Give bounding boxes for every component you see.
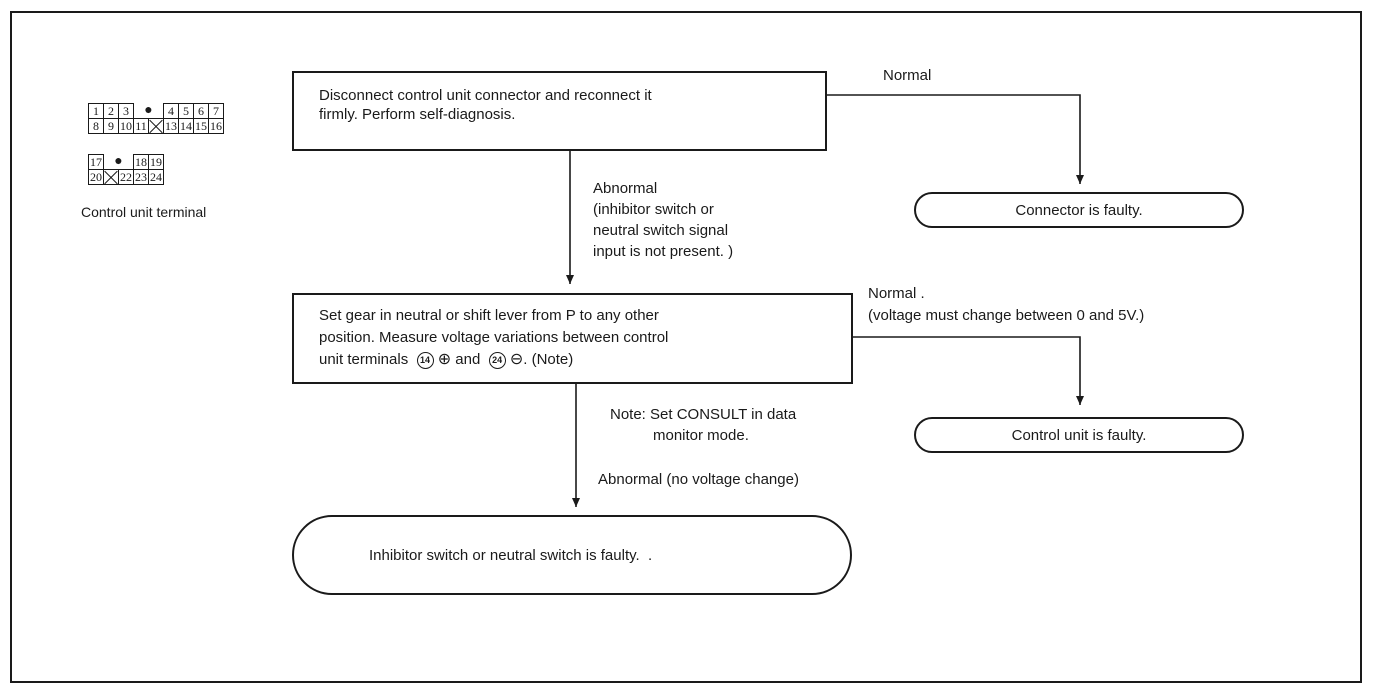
result2-terminator: Control unit is faulty. [914,417,1244,453]
terminal-24-circle: 24 [488,352,506,369]
result1-terminator: Connector is faulty. [914,192,1244,228]
terminal-empty-pin-icon [103,169,119,185]
terminal-pin: 15 [193,118,209,134]
terminal-empty-pin-icon [148,118,164,134]
result2-text: Control unit is faulty. [1011,427,1147,444]
step2-abnormal-label: Abnormal (no voltage change) [598,471,799,488]
terminal-pin: 6 [193,103,209,119]
terminal-connector-upper: 1 2 3 ● 4 5 6 7 8 9 10 11 13 14 15 16 [88,103,224,134]
step2-text-line1: Set gear in neutral or shift lever from … [319,307,659,324]
minus-circle-icon: ⊖ [509,351,524,368]
step1-box: Disconnect control unit connector and re… [292,71,827,151]
terminal-pin: 23 [133,169,149,185]
terminal-pin: 20 [88,169,104,185]
terminal-pin: 14 [178,118,194,134]
terminal-key-dot-icon: ● [144,102,153,118]
result1-text: Connector is faulty. [1015,202,1143,219]
note-line1: Note: Set CONSULT in data [610,406,797,423]
terminal-pin: 19 [148,154,164,170]
step1-text-line2: firmly. Perform self-diagnosis. [319,106,516,123]
terminal-pin: 3 [118,103,134,119]
note-line2: monitor mode. [653,427,749,444]
terminal-pin: 17 [88,154,104,170]
step2-line3-suffix: . (Note) [523,351,574,368]
step2-text-line2: position. Measure voltage variations bet… [319,329,669,346]
step1-abnormal-line1: Abnormal [593,180,658,197]
terminal-pin: 2 [103,103,119,119]
step1-text-line1: Disconnect control unit connector and re… [319,87,652,104]
terminal-pin: 9 [103,118,119,134]
terminal-pin: 10 [118,118,134,134]
step1-abnormal-line4: input is not present. ) [593,243,734,260]
terminal-key-dot-icon: ● [114,153,123,169]
terminal-pin: 7 [208,103,224,119]
step1-abnormal-line3: neutral switch signal [593,222,729,239]
step1-abnormal-line2: (inhibitor switch or [593,201,714,218]
result3-text: Inhibitor switch or neutral switch is fa… [369,547,653,564]
terminal-pin: 22 [118,169,134,185]
terminal-pin: 24 [148,169,164,185]
terminal-14-circle: 14 [416,352,434,369]
step2-normal-line1: Normal . [868,285,925,302]
terminal-pin: 1 [88,103,104,119]
step2-normal-line2: (voltage must change between 0 and 5V.) [868,307,1145,324]
step2-line3-and: and [455,351,481,368]
step2-text-line3: unit terminals 14 ⊕ and 24 ⊖. (Note) [319,350,851,369]
line-step1-to-result1 [827,94,1084,184]
terminal-pin: 5 [178,103,194,119]
step2-box: Set gear in neutral or shift lever from … [292,293,853,384]
step1-normal-label: Normal [883,67,932,84]
terminal-pin: 8 [88,118,104,134]
terminal-pin: 13 [163,118,179,134]
terminal-pin: 4 [163,103,179,119]
terminal-pin: 16 [208,118,224,134]
terminal-caption: Control unit terminal [81,204,207,220]
line-step2-to-result2 [853,336,1084,405]
plus-circle-icon: ⊕ [437,351,452,368]
diagram-frame [10,11,1362,683]
result3-terminator: Inhibitor switch or neutral switch is fa… [292,515,852,595]
terminal-connector-lower: 17 ● 18 19 20 22 23 24 [88,154,164,185]
step2-line3-prefix: unit terminals [319,351,409,368]
terminal-pin: 18 [133,154,149,170]
terminal-pin: 11 [133,118,149,134]
